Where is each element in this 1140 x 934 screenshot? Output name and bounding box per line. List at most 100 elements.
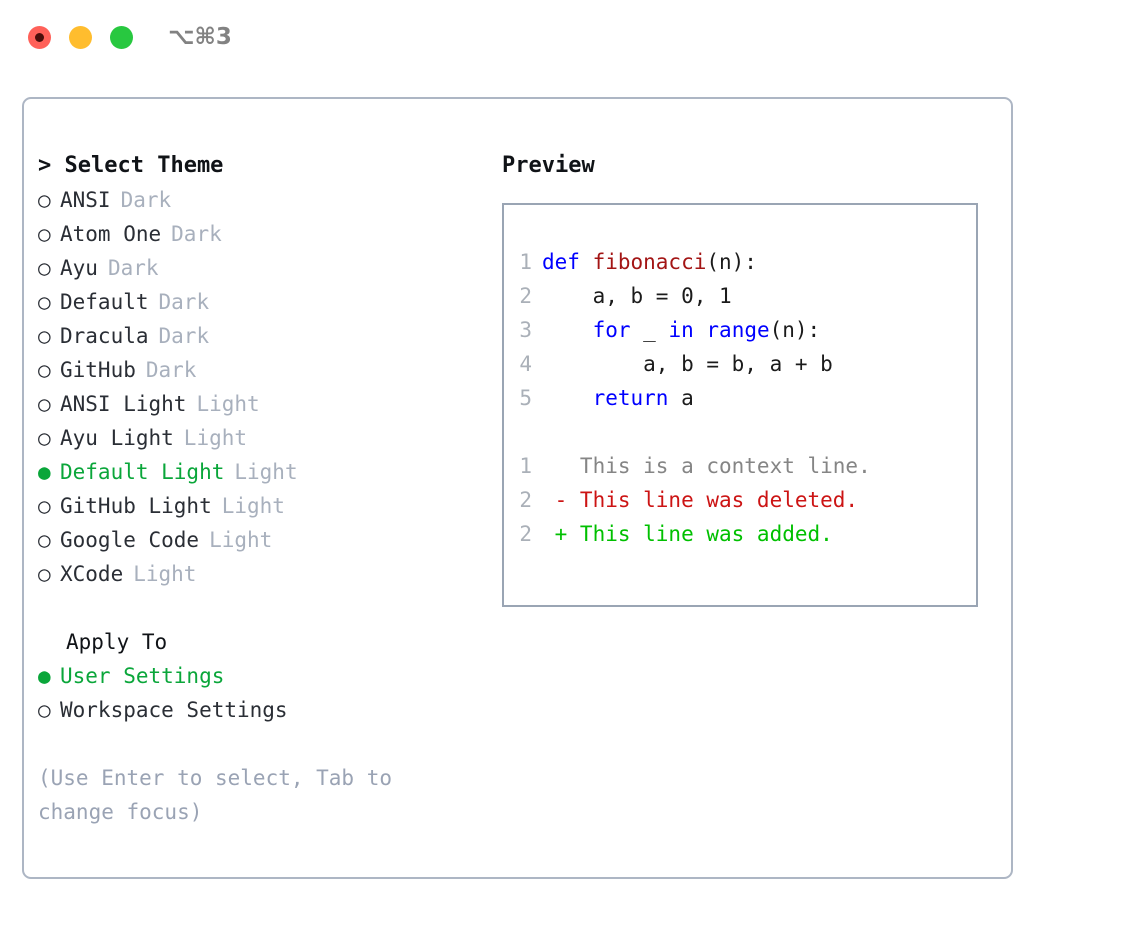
diff-line-deleted: 2 - This line was deleted.: [516, 483, 871, 517]
code-token: [694, 318, 707, 342]
theme-option-tag: Dark: [158, 290, 210, 314]
radio-icon[interactable]: ○: [38, 324, 51, 348]
theme-option-label: ANSI: [60, 188, 111, 212]
apply-to-workspace-settings[interactable]: ○ Workspace Settings: [38, 693, 488, 727]
code-token: (n):: [769, 318, 821, 342]
theme-option-label: ANSI Light: [60, 392, 187, 416]
code-blank-line: [516, 415, 871, 449]
theme-option-label: Default: [60, 290, 149, 314]
code-token: a, b = 0, 1: [542, 284, 732, 308]
code-token: in: [668, 318, 694, 342]
radio-icon[interactable]: ○: [38, 358, 51, 382]
diff-token: + This line was added.: [542, 522, 833, 546]
theme-option-default[interactable]: ○ Default Dark: [38, 285, 488, 319]
radio-icon[interactable]: ○: [38, 222, 51, 246]
line-number: 3: [519, 318, 532, 342]
theme-option-label: Default Light: [60, 460, 225, 484]
code-token: [542, 318, 593, 342]
apply-to-user-settings[interactable]: ● User Settings: [38, 659, 488, 693]
line-number: 5: [519, 386, 532, 410]
theme-option-tag: Light: [234, 460, 298, 484]
theme-option-label: GitHub Light: [60, 494, 212, 518]
radio-selected-icon[interactable]: ●: [38, 460, 51, 484]
theme-option-atom-one[interactable]: ○ Atom One Dark: [38, 217, 488, 251]
code-token: [542, 386, 593, 410]
diff-line-context: 1 This is a context line.: [516, 449, 871, 483]
theme-option-ayu[interactable]: ○ Ayu Dark: [38, 251, 488, 285]
theme-picker-panel: > Select Theme ○ ANSI Dark ○ Atom One Da…: [22, 97, 1013, 879]
theme-option-xcode[interactable]: ○ XCode Light: [38, 557, 488, 591]
theme-option-tag: Light: [196, 392, 260, 416]
code-line: 2 a, b = 0, 1: [516, 279, 871, 313]
theme-option-tag: Dark: [107, 256, 159, 280]
theme-option-label: Dracula: [60, 324, 149, 348]
theme-option-google-code[interactable]: ○ Google Code Light: [38, 523, 488, 557]
theme-option-label: Ayu Light: [60, 426, 174, 450]
theme-option-tag: Light: [183, 426, 248, 450]
apply-to-section: Apply To ● User Settings ○ Workspace Set…: [38, 625, 488, 727]
code-line: 3 for _ in range(n):: [516, 313, 871, 347]
radio-icon[interactable]: ○: [38, 392, 51, 416]
theme-option-tag: Dark: [120, 188, 172, 212]
theme-option-ayu-light[interactable]: ○ Ayu Light Light: [38, 421, 488, 455]
radio-icon[interactable]: ○: [38, 290, 51, 314]
minimize-window-button[interactable]: [69, 26, 92, 49]
diff-line-added: 2 + This line was added.: [516, 517, 871, 551]
window-controls: [28, 26, 133, 49]
code-token: _: [630, 318, 669, 342]
radio-selected-icon[interactable]: ●: [38, 664, 51, 688]
diff-token: This is a context line.: [542, 454, 871, 478]
preview-title: Preview: [502, 153, 595, 178]
line-number: 2: [519, 522, 532, 546]
line-number: 2: [519, 284, 532, 308]
theme-option-github-light[interactable]: ○ GitHub Light Light: [38, 489, 488, 523]
theme-option-ansi-light[interactable]: ○ ANSI Light Light: [38, 387, 488, 421]
close-window-button[interactable]: [28, 26, 51, 49]
theme-option-ansi[interactable]: ○ ANSI Dark: [38, 183, 488, 217]
radio-icon[interactable]: ○: [38, 528, 51, 552]
radio-icon[interactable]: ○: [38, 426, 51, 450]
radio-icon[interactable]: ○: [38, 256, 51, 280]
theme-selection-column: > Select Theme ○ ANSI Dark ○ Atom One Da…: [38, 149, 488, 829]
line-number: 4: [519, 352, 532, 376]
radio-icon[interactable]: ○: [38, 188, 51, 212]
code-token: return: [592, 386, 669, 410]
code-line: 5 return a: [516, 381, 871, 415]
theme-option-tag: Light: [209, 528, 273, 552]
theme-option-tag: Dark: [145, 358, 197, 382]
code-token: def: [542, 250, 593, 274]
theme-option-default-light[interactable]: ● Default Light Light: [38, 455, 488, 489]
theme-option-tag: Dark: [158, 324, 210, 348]
radio-icon[interactable]: ○: [38, 698, 51, 722]
theme-option-tag: Dark: [171, 222, 222, 246]
code-sample: 1 def fibonacci(n): 2 a, b = 0, 1 3 for …: [516, 245, 871, 551]
radio-icon[interactable]: ○: [38, 562, 51, 586]
theme-option-tag: Light: [133, 562, 197, 586]
theme-option-tag: Light: [221, 494, 285, 518]
code-token: range: [706, 318, 770, 342]
keyboard-shortcut-label: ⌥⌘3: [168, 24, 232, 50]
line-number: 2: [519, 488, 532, 512]
theme-option-github[interactable]: ○ GitHub Dark: [38, 353, 488, 387]
apply-to-header: Apply To: [66, 630, 168, 654]
select-theme-header: > Select Theme: [38, 153, 224, 178]
radio-icon[interactable]: ○: [38, 494, 51, 518]
code-token: for: [592, 318, 631, 342]
title-bar: ⌥⌘3: [0, 0, 1140, 78]
theme-option-list: ○ ANSI Dark ○ Atom One Dark ○ Ayu Dark: [38, 183, 488, 591]
code-token: fibonacci: [592, 250, 707, 274]
code-token: a: [668, 386, 694, 410]
apply-to-label: User Settings: [60, 664, 225, 688]
code-token: (n):: [706, 250, 757, 274]
list-spacer: [38, 591, 488, 625]
theme-option-label: XCode: [60, 562, 124, 586]
theme-option-dracula[interactable]: ○ Dracula Dark: [38, 319, 488, 353]
theme-option-label: Ayu: [60, 256, 98, 280]
theme-option-label: Google Code: [60, 528, 200, 552]
line-number: 1: [519, 454, 532, 478]
theme-option-label: Atom One: [60, 222, 162, 246]
apply-to-label: Workspace Settings: [60, 698, 288, 722]
maximize-window-button[interactable]: [110, 26, 133, 49]
theme-option-label: GitHub: [60, 358, 136, 382]
